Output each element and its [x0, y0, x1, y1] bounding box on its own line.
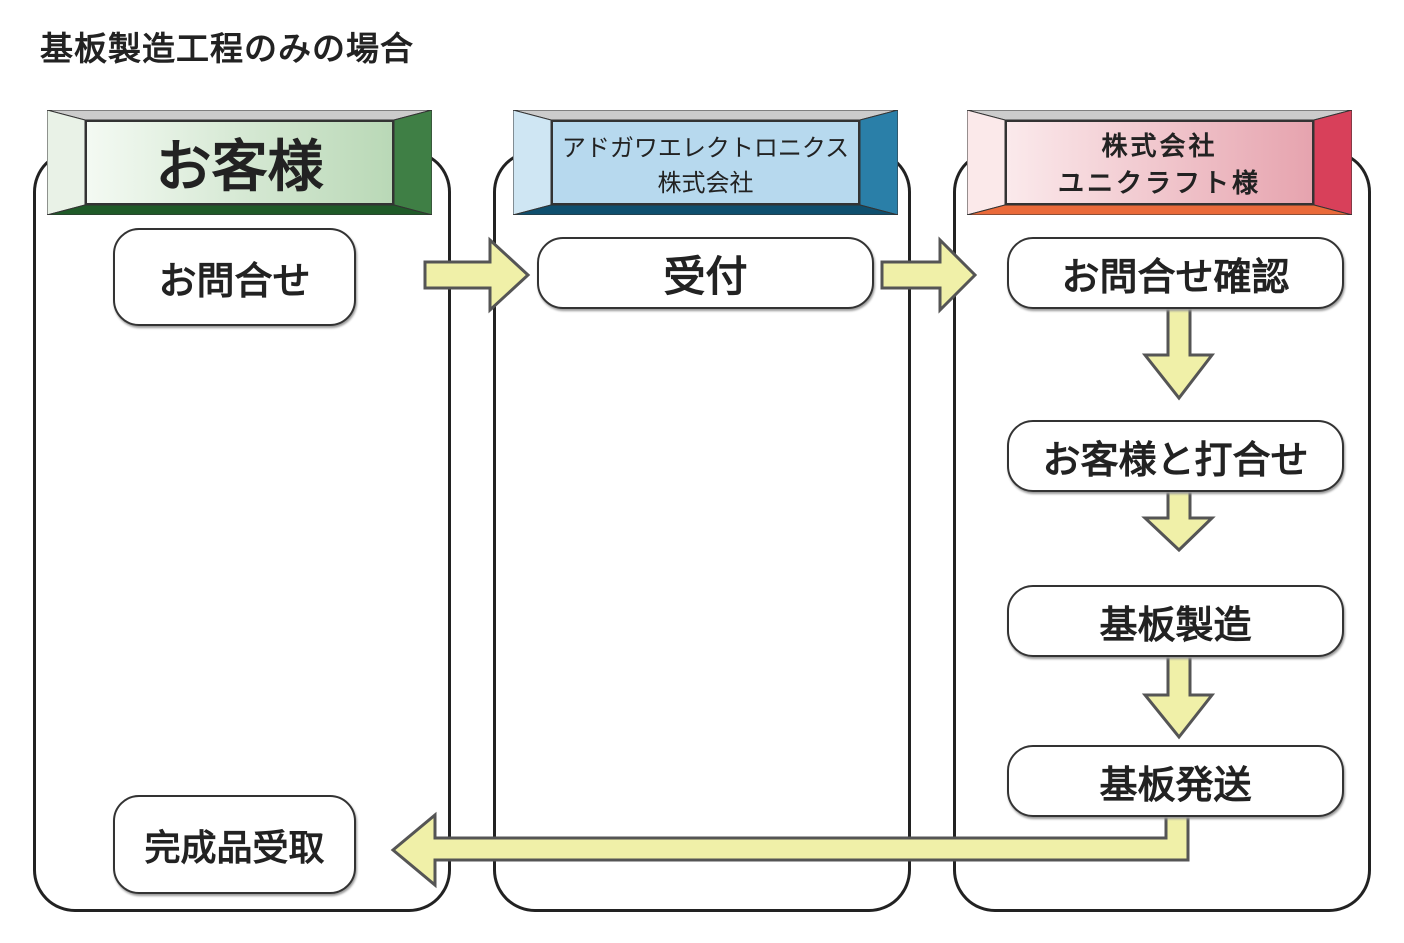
lane-header-line1: アドガワエレクトロニクス [561, 133, 850, 162]
lane-header-customer: お客様 [47, 110, 432, 215]
arrow-return-icon [390, 811, 1190, 889]
lane-header-unicraft: 株式会社 ユニクラフト様 [967, 110, 1352, 215]
step-reception: 受付 [537, 237, 874, 309]
step-inquiry: お問合せ [113, 228, 356, 326]
lane-header-line2: 株式会社 [657, 168, 754, 197]
step-inquiry-check: お問合せ確認 [1007, 237, 1344, 309]
arrow-down-icon [1141, 486, 1216, 553]
step-manufacturing: 基板製造 [1007, 585, 1344, 657]
lane-header-label: お客様 [85, 120, 394, 205]
arrow-down-icon [1141, 651, 1216, 740]
step-shipping: 基板発送 [1007, 745, 1344, 817]
lane-header-adogawa: アドガワエレクトロニクス 株式会社 [513, 110, 898, 215]
arrow-right-icon [423, 236, 531, 314]
diagram-title: 基板製造工程のみの場合 [40, 29, 414, 68]
lane-header-line2: ユニクラフト様 [1057, 168, 1261, 199]
step-meeting: お客様と打合せ [1007, 420, 1344, 492]
arrow-right-icon [880, 236, 978, 314]
lane-header-line1: 株式会社 [1101, 131, 1218, 162]
arrow-down-icon [1141, 303, 1216, 401]
step-receipt: 完成品受取 [113, 795, 356, 894]
